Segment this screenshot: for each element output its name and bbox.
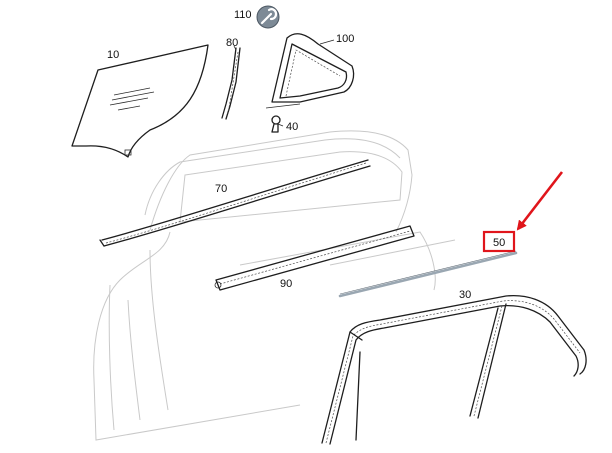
- part-50-strip[interactable]: [338, 250, 518, 298]
- part-10-door-glass[interactable]: [71, 44, 209, 158]
- part-90-inner-belt-seal[interactable]: [214, 225, 415, 291]
- glass-tab: [124, 149, 132, 156]
- label-100: 100: [336, 33, 354, 45]
- highlight-callout-50[interactable]: 50: [482, 230, 516, 253]
- label-30: 30: [459, 289, 471, 301]
- part-50-strip-line: [338, 251, 518, 298]
- wrench-icon: [256, 5, 280, 29]
- label-40: 40: [286, 121, 298, 133]
- label-10: 10: [107, 49, 119, 61]
- part-50-strip-edge: [339, 250, 517, 295]
- label-110: 110: [234, 9, 252, 21]
- highlight-box: [482, 230, 516, 253]
- label-90: 90: [280, 278, 292, 290]
- part-30-door-frame-seal[interactable]: [321, 294, 587, 445]
- part-40-clip[interactable]: [271, 115, 281, 133]
- part-70-outer-belt-strip[interactable]: [99, 159, 371, 247]
- part-80-division-bar[interactable]: [221, 47, 241, 120]
- label-80: 80: [226, 37, 238, 49]
- part-100-quarter-frame[interactable]: [265, 33, 355, 109]
- label-70: 70: [215, 183, 227, 195]
- label-50: 50: [493, 237, 505, 249]
- red-arrow-icon: [516, 171, 564, 231]
- leader-lines: [233, 39, 335, 127]
- door-outline: [93, 130, 456, 441]
